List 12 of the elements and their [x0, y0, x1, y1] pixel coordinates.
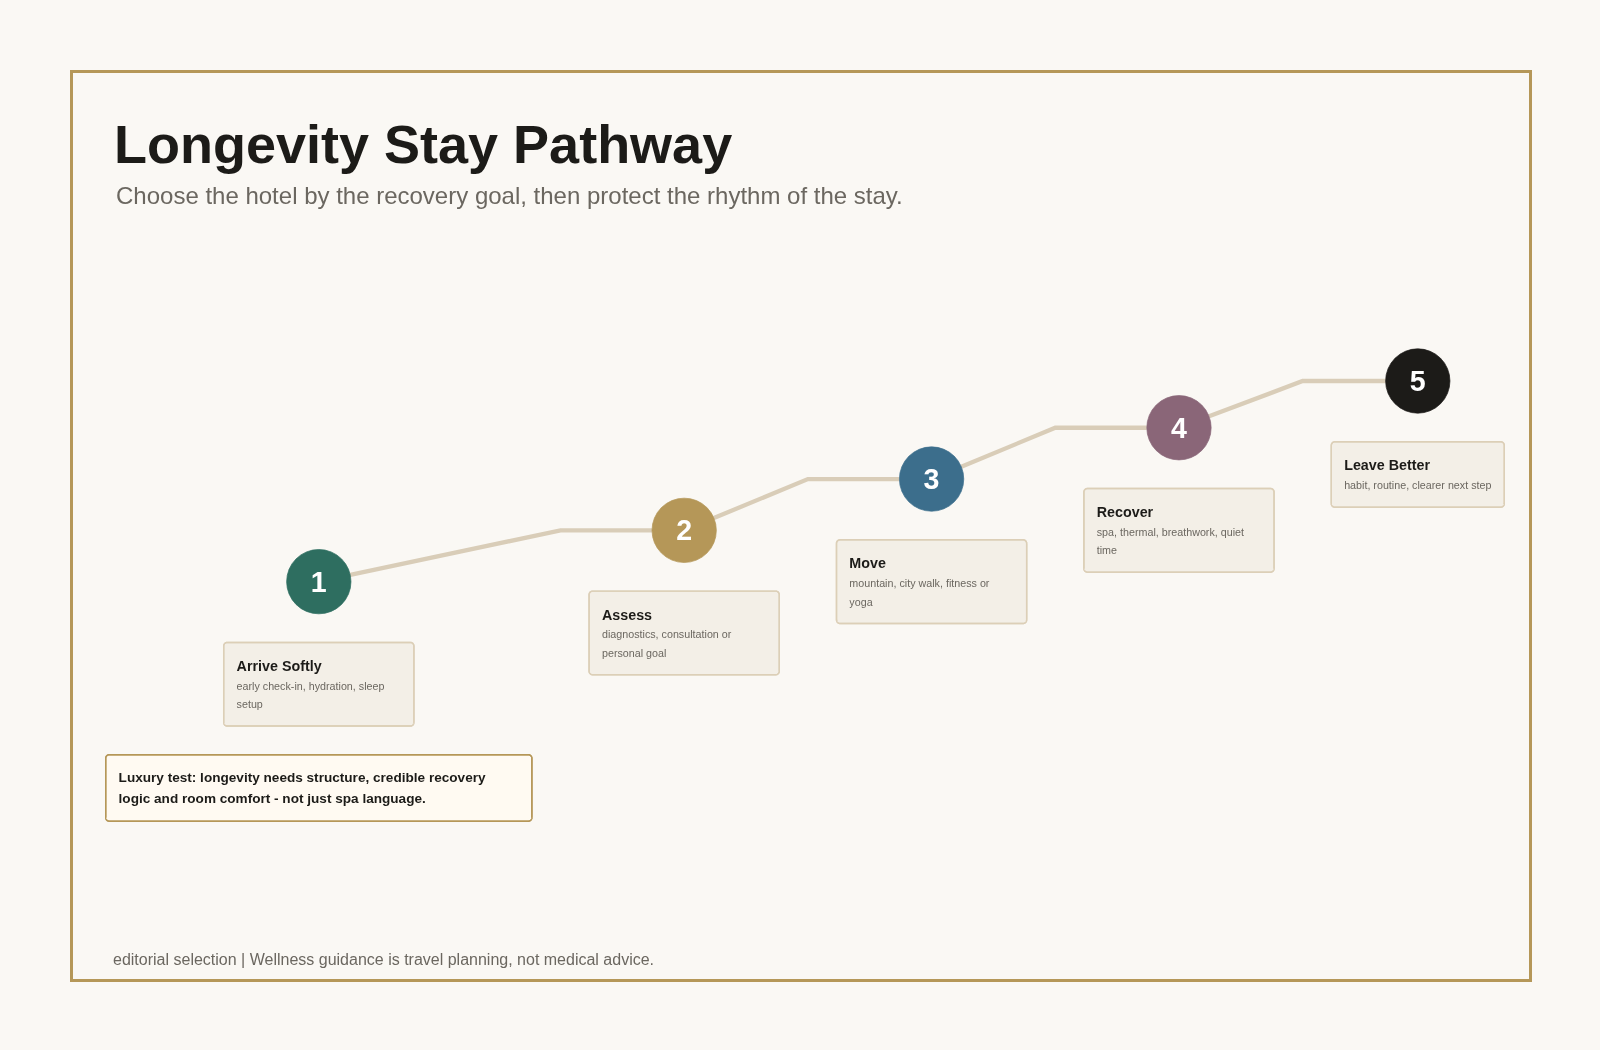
diagram-title: Longevity Stay Pathway [114, 113, 733, 176]
connector [960, 425, 1147, 469]
node-circle: 1 [286, 549, 352, 615]
footer-note: editorial selection | Wellness guidance is travel planning, not medical advice. [113, 950, 655, 970]
node-circle: 2 [651, 497, 717, 563]
connector [349, 528, 652, 578]
node-circle: 4 [1146, 395, 1212, 461]
connector [713, 476, 900, 520]
connector [1208, 378, 1386, 419]
node-circle: 5 [1385, 348, 1451, 414]
node-circle: 3 [899, 446, 965, 512]
subtitle: Choose the hotel by the recovery goal, then protect the rhythm of the stay. [116, 182, 903, 211]
